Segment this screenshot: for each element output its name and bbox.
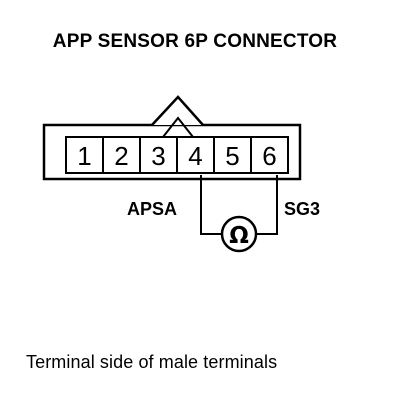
pin-4: 4 <box>188 141 202 171</box>
locking-tab <box>151 95 204 126</box>
ohm-symbol: Ω <box>229 223 249 249</box>
pin-1: 1 <box>77 141 91 171</box>
probe-label-sg3: SG3 <box>284 199 321 219</box>
locking-tab-inner <box>162 116 194 138</box>
diagram-title: APP SENSOR 6P CONNECTOR <box>52 31 338 52</box>
probe-wire-right <box>256 175 278 235</box>
probe-wire-left <box>200 175 222 235</box>
pin-2: 2 <box>114 141 128 171</box>
pin-6: 6 <box>262 141 276 171</box>
caption: Terminal side of male terminals <box>26 352 278 372</box>
pin-3: 3 <box>151 141 165 171</box>
pin-dividers <box>102 137 252 173</box>
pin-5: 5 <box>225 141 239 171</box>
probe-label-apsa: APSA <box>127 199 178 219</box>
ohmmeter-icon: Ω <box>220 215 258 253</box>
